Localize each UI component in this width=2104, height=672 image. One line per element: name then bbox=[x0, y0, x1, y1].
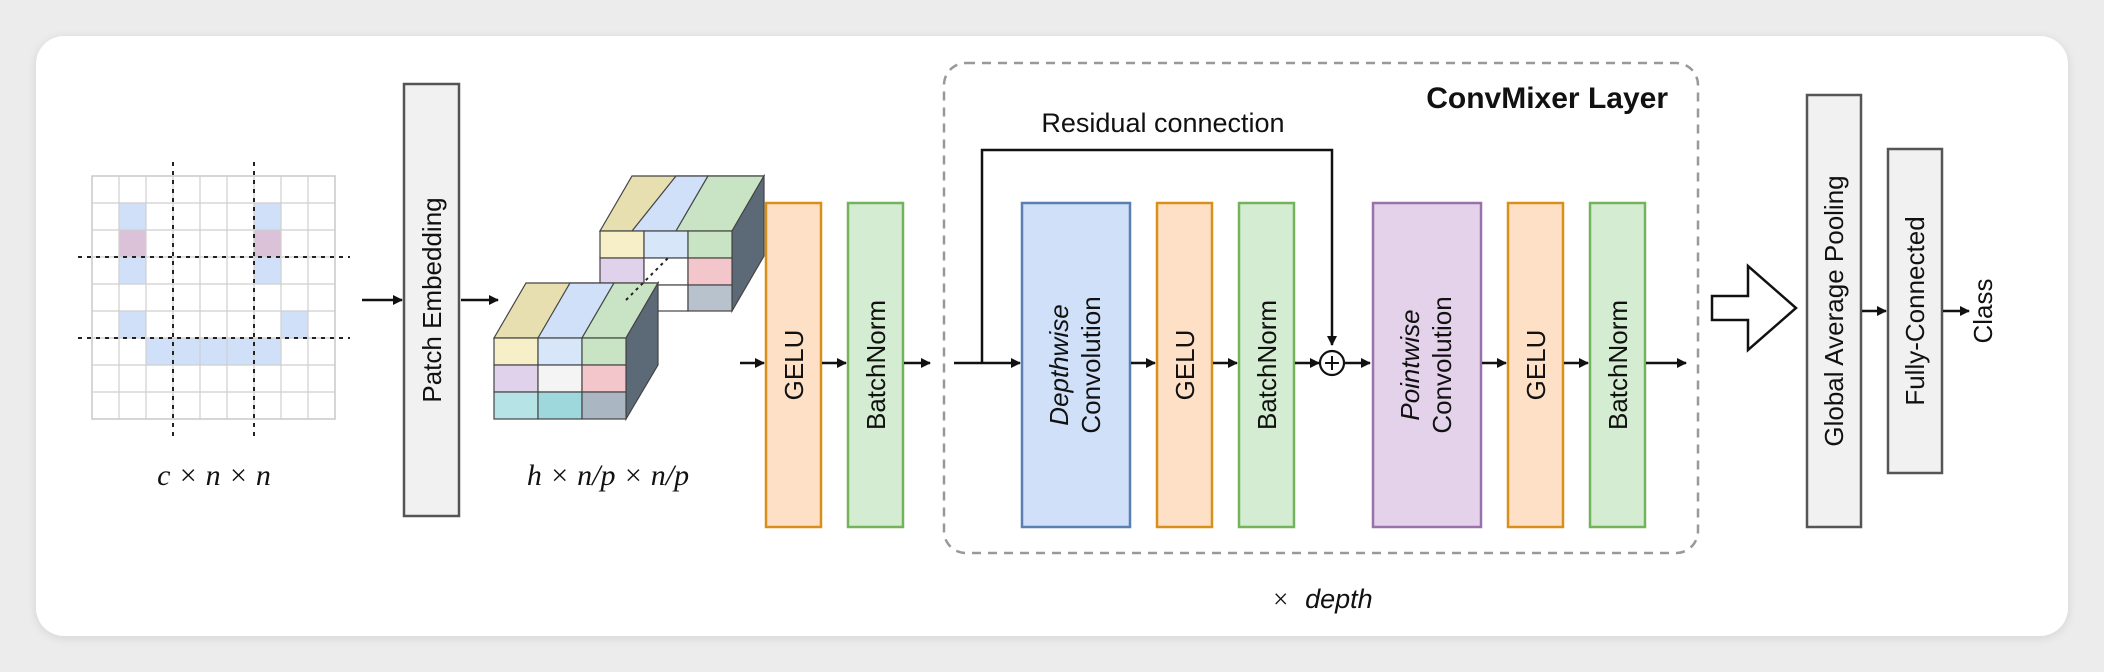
depthwise-convolution-block: Depthwise Convolution bbox=[1020, 201, 1132, 529]
pointwise-convolution-label: Convolution bbox=[1427, 296, 1457, 433]
gelu-label: GELU bbox=[1170, 330, 1200, 401]
class-output-label: Class bbox=[1968, 278, 1998, 343]
convmixer-layer-title: ConvMixer Layer bbox=[1426, 82, 1668, 115]
depthwise-convolution-label: Convolution bbox=[1076, 296, 1106, 433]
pointwise-convolution-block: Pointwise Convolution bbox=[1371, 201, 1483, 529]
residual-connection-arrow bbox=[980, 148, 1337, 363]
gelu-block-2: GELU bbox=[1155, 201, 1214, 529]
fully-connected-label: Fully-Connected bbox=[1900, 216, 1930, 405]
global-average-pooling-block: Global Average Pooling bbox=[1805, 93, 1863, 529]
gelu-block-3: GELU bbox=[1506, 201, 1565, 529]
big-hollow-arrow bbox=[1710, 263, 1798, 353]
gelu-label: GELU bbox=[1521, 330, 1551, 401]
depthwise-label: Depthwise bbox=[1044, 304, 1074, 425]
input-shape-label: c × n × n bbox=[157, 459, 271, 492]
depth-repeat-label: × depth bbox=[1271, 584, 1372, 614]
batchnorm-block-2: BatchNorm bbox=[1237, 201, 1296, 529]
embedding-shape-label: h × n/p × n/p bbox=[527, 459, 689, 492]
input-image-grid bbox=[78, 162, 350, 440]
fully-connected-block: Fully-Connected bbox=[1886, 147, 1944, 475]
global-average-pooling-label: Global Average Pooling bbox=[1819, 175, 1849, 446]
gelu-label: GELU bbox=[779, 330, 809, 401]
batchnorm-block-1: BatchNorm bbox=[846, 201, 905, 529]
embedding-tensor-cubes bbox=[492, 173, 766, 422]
batchnorm-block-3: BatchNorm bbox=[1588, 201, 1647, 529]
batchnorm-label: BatchNorm bbox=[1603, 300, 1633, 430]
patch-embedding-label: Patch Embedding bbox=[417, 197, 447, 402]
pointwise-label: Pointwise bbox=[1395, 309, 1425, 420]
batchnorm-label: BatchNorm bbox=[1252, 300, 1282, 430]
residual-add-node bbox=[1318, 349, 1346, 377]
batchnorm-label: BatchNorm bbox=[861, 300, 891, 430]
convmixer-layer-box bbox=[942, 61, 1700, 555]
patch-embedding-block: Patch Embedding bbox=[402, 82, 461, 518]
gelu-block-1: GELU bbox=[764, 201, 823, 529]
residual-connection-label: Residual connection bbox=[1041, 108, 1284, 138]
